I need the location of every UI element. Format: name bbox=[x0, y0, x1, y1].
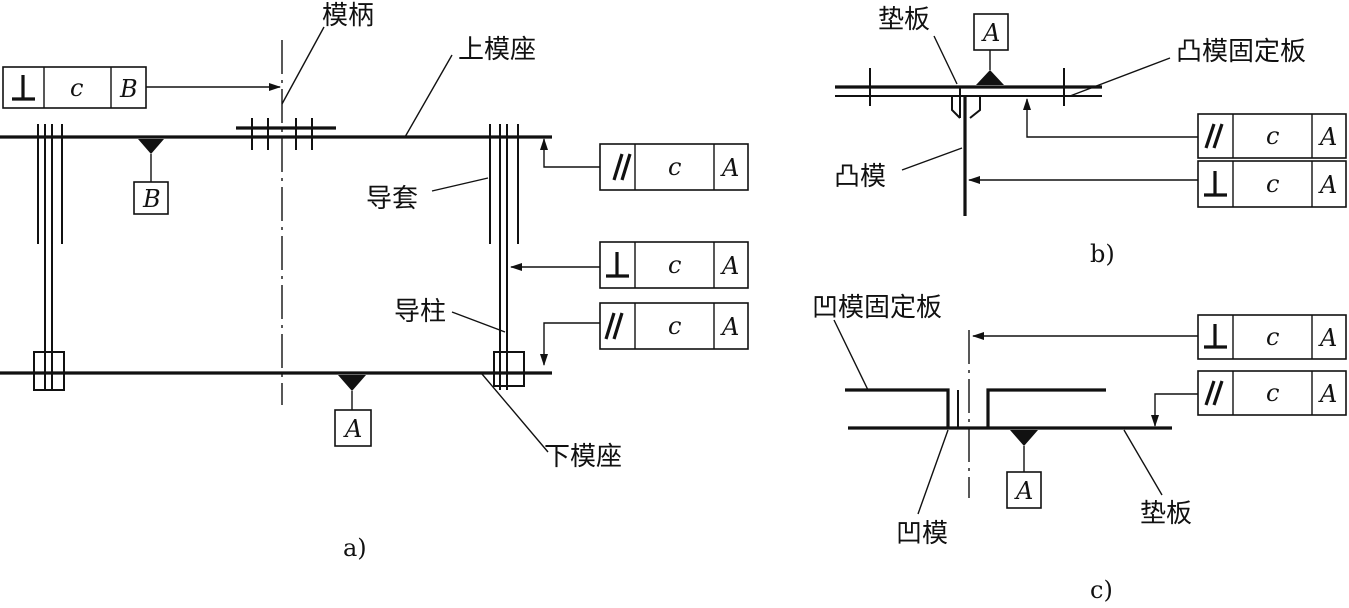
svg-text:A: A bbox=[1318, 324, 1337, 352]
tolerance-frame-par-a-1: c A bbox=[599, 143, 749, 191]
die-holder-right bbox=[986, 388, 1106, 428]
datum-a-triangle bbox=[1010, 430, 1038, 446]
perpendicularity-icon bbox=[12, 75, 35, 101]
caption-a: a) bbox=[343, 534, 367, 562]
datum-b-box bbox=[133, 181, 169, 215]
leader-par-b bbox=[1023, 98, 1198, 138]
perpendicularity-icon bbox=[606, 252, 629, 278]
svg-text:c: c bbox=[668, 153, 681, 181]
datum-b-letter: B bbox=[142, 185, 161, 213]
tolerance-frame-par-b: c A bbox=[1197, 113, 1347, 159]
label-backing-plate: 垫板 bbox=[878, 5, 930, 35]
panel-b: A c A c A bbox=[834, 5, 1347, 268]
perpendicularity-icon bbox=[1204, 171, 1227, 197]
left-guide-assembly bbox=[33, 124, 65, 391]
svg-text:A: A bbox=[1318, 123, 1337, 151]
parallelism-icon bbox=[604, 312, 624, 340]
tolerance-frame-par-c: c A bbox=[1197, 370, 1347, 416]
label-punch-holder: 凸模固定板 bbox=[1176, 37, 1306, 67]
die-holder-left bbox=[845, 388, 950, 428]
svg-text:c: c bbox=[70, 74, 83, 102]
svg-text:B: B bbox=[119, 75, 138, 103]
shank bbox=[236, 40, 336, 405]
datum-a-letter: A bbox=[343, 415, 362, 443]
label-shank: 模柄 bbox=[322, 1, 374, 31]
svg-text:c: c bbox=[1266, 379, 1279, 407]
leader-par-a-1 bbox=[540, 138, 600, 168]
label-backing-plate-c: 垫板 bbox=[1140, 499, 1192, 529]
tolerance-frame-perp-b: c B bbox=[2, 66, 147, 109]
parallelism-icon bbox=[612, 153, 632, 181]
svg-text:A: A bbox=[720, 252, 739, 280]
datum-a-box bbox=[973, 13, 1009, 51]
tolerance-frame-par-a-2: c A bbox=[599, 302, 749, 350]
tolerance-frame-perp-c: c A bbox=[1197, 314, 1347, 360]
label-guide-sleeve: 导套 bbox=[366, 184, 418, 214]
label-punch: 凸模 bbox=[834, 162, 886, 192]
right-guide-assembly bbox=[489, 124, 525, 390]
label-lower-die-seat: 下模座 bbox=[544, 442, 622, 472]
svg-text:A: A bbox=[1318, 171, 1337, 199]
datum-a-triangle bbox=[976, 70, 1004, 85]
datum-a-box bbox=[1006, 471, 1042, 509]
label-upper-die-seat: 上模座 bbox=[458, 35, 536, 65]
datum-a-letter: A bbox=[981, 19, 1000, 47]
svg-text:c: c bbox=[668, 251, 681, 279]
svg-text:c: c bbox=[1266, 122, 1279, 150]
label-die: 凹模 bbox=[896, 519, 948, 549]
datum-a-triangle bbox=[338, 375, 366, 391]
svg-text:A: A bbox=[720, 154, 739, 182]
tolerance-frame-perp-b2: c A bbox=[1197, 160, 1347, 208]
leader-par-a-2 bbox=[540, 322, 600, 366]
svg-text:A: A bbox=[1318, 380, 1337, 408]
label-die-holder: 凹模固定板 bbox=[812, 293, 942, 323]
datum-a-box bbox=[334, 409, 372, 447]
svg-text:c: c bbox=[1266, 323, 1279, 351]
perpendicularity-icon bbox=[1204, 324, 1227, 349]
caption-b: b) bbox=[1090, 240, 1115, 268]
datum-b-triangle bbox=[138, 139, 164, 154]
leader-par-c bbox=[1151, 393, 1198, 427]
label-guide-post: 导柱 bbox=[394, 297, 446, 327]
datum-a-letter: A bbox=[1014, 477, 1033, 505]
parallelism-icon bbox=[1204, 123, 1224, 149]
parallelism-icon bbox=[1204, 380, 1224, 406]
panel-a: B A c B c A bbox=[0, 1, 749, 562]
panel-c: A c A c A bbox=[812, 293, 1347, 604]
caption-c: c) bbox=[1090, 576, 1113, 604]
svg-text:c: c bbox=[668, 312, 681, 340]
svg-text:A: A bbox=[720, 313, 739, 341]
svg-text:c: c bbox=[1266, 170, 1279, 198]
tolerance-frame-perp-a: c A bbox=[599, 241, 749, 289]
